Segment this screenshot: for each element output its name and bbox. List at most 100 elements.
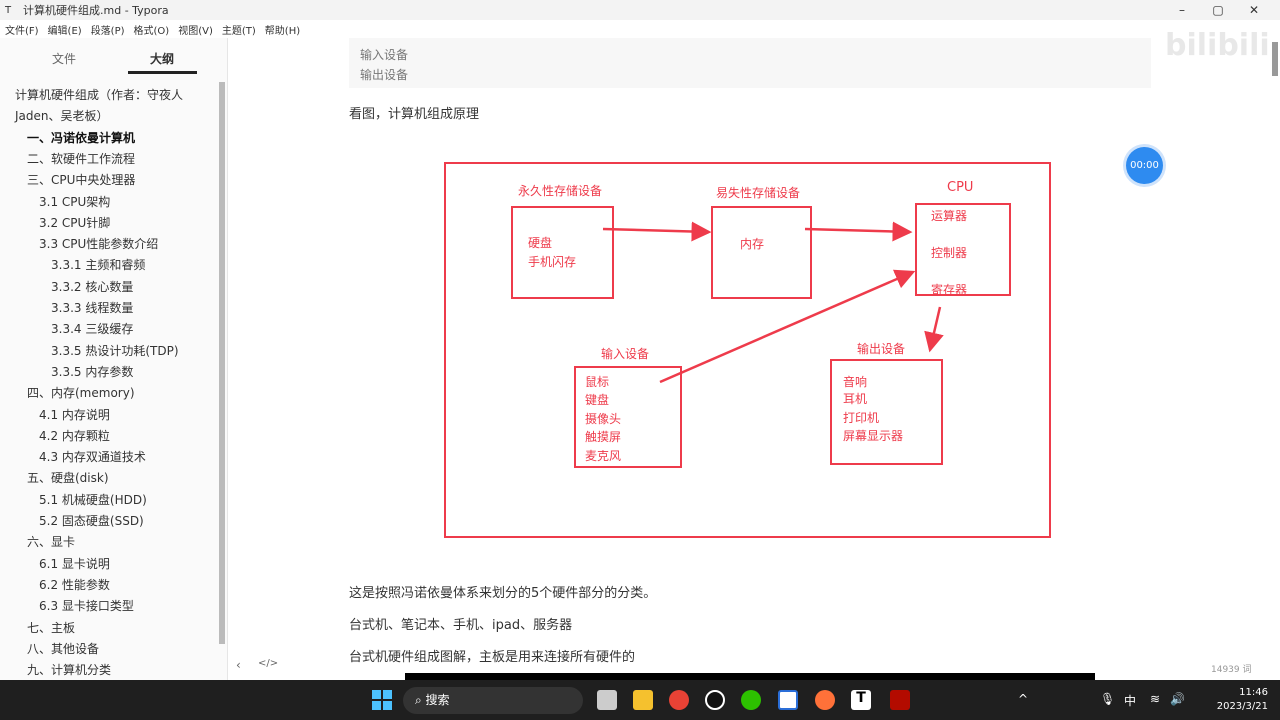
outline-item[interactable]: Jaden、吴老板） (15, 109, 109, 124)
input-devices-label: 输入设备 (601, 347, 650, 361)
outline-item[interactable]: 3.3.4 三级缓存 (51, 322, 134, 337)
volume-icon[interactable]: 🔊 (1170, 692, 1185, 706)
paragraph: 这是按照冯诺依曼体系来划分的5个硬件部分的分类。 (349, 586, 657, 601)
outline-item[interactable]: 四、内存(memory) (27, 386, 135, 401)
tab-outline[interactable]: 大纲 (150, 52, 175, 66)
sidebar-scrollbar[interactable] (219, 82, 225, 644)
diagram-item: 手机闪存 (528, 255, 577, 269)
paragraph: 台式机、笔记本、手机、ipad、服务器 (349, 618, 573, 633)
taskbar: ⌕ 搜索 T ^ 🎙 中 ≋ 🔊 11:46 2023/3/21 (0, 680, 1280, 720)
pdf-reader-icon[interactable] (890, 690, 910, 710)
input-devices-box (574, 366, 682, 468)
windows-start-icon[interactable] (372, 690, 392, 710)
menu-edit[interactable]: 编辑(E) (47, 25, 82, 37)
outline-item[interactable]: 3.2 CPU针脚 (39, 215, 111, 230)
diagram-item: 摄像头 (585, 412, 622, 426)
chevron-left-icon[interactable]: ‹ (236, 658, 241, 672)
menu-file[interactable]: 文件(F) (5, 25, 39, 37)
wechat-icon[interactable] (741, 690, 761, 710)
minimize-button[interactable]: – (1179, 3, 1185, 17)
permanent-storage-label: 永久性存储设备 (518, 184, 603, 198)
menu-theme[interactable]: 主题(T) (221, 25, 256, 37)
diagram-item: 打印机 (843, 411, 880, 425)
code-line: 输出设备 (360, 68, 409, 82)
menu-paragraph[interactable]: 段落(P) (90, 25, 125, 37)
outline-item[interactable]: 一、冯诺依曼计算机 (27, 130, 136, 145)
outline-item[interactable]: 3.1 CPU架构 (39, 194, 111, 209)
computer-architecture-diagram (444, 162, 1051, 538)
outline-item[interactable]: 3.3.5 内存参数 (51, 364, 134, 379)
task-view-icon[interactable] (597, 690, 617, 710)
outline-item[interactable]: 七、主板 (27, 620, 76, 635)
diagram-item: 键盘 (585, 393, 610, 407)
recording-timer[interactable]: 00:00 (1126, 147, 1163, 184)
show-hidden-icons[interactable]: ^ (1018, 692, 1029, 706)
diagram-item: 运算器 (931, 209, 968, 223)
video-overlay-bar (405, 673, 1095, 680)
date: 2023/3/21 (1216, 701, 1268, 712)
volatile-storage-label: 易失性存储设备 (716, 186, 801, 200)
menu-format[interactable]: 格式(O) (133, 25, 170, 37)
time: 11:46 (1239, 687, 1268, 698)
tab-files[interactable]: 文件 (52, 52, 77, 66)
paragraph: 看图，计算机组成原理 (349, 107, 480, 122)
paragraph: 台式机硬件组成图解，主板是用来连接所有硬件的 (349, 650, 636, 665)
outline-item[interactable]: 4.1 内存说明 (39, 407, 110, 422)
app-icon: T (5, 4, 12, 16)
ime-indicator[interactable]: 中 (1124, 694, 1137, 708)
outline-item[interactable]: 5.1 机械硬盘(HDD) (39, 492, 147, 507)
outline-item[interactable]: 3.3 CPU性能参数介绍 (39, 237, 159, 252)
menu-view[interactable]: 视图(V) (178, 25, 213, 37)
outline-item[interactable]: 4.2 内存颗粒 (39, 428, 110, 443)
outline-item[interactable]: 6.3 显卡接口类型 (39, 599, 134, 614)
diagram-item: 屏幕显示器 (843, 429, 904, 443)
outline-item[interactable]: 八、其他设备 (27, 641, 100, 656)
outline-item[interactable]: 计算机硬件组成（作者：守夜人 (15, 88, 184, 102)
cpu-label: CPU (947, 180, 974, 195)
file-explorer-icon[interactable] (633, 690, 653, 710)
outline-item[interactable]: 五、硬盘(disk) (27, 471, 109, 486)
visio-icon[interactable] (778, 690, 798, 710)
outline-item[interactable]: 6.2 性能参数 (39, 577, 110, 592)
code-block: 输入设备 输出设备 (349, 38, 1151, 88)
outline-item[interactable]: 5.2 固态硬盘(SSD) (39, 514, 144, 528)
outline-item[interactable]: 二、软硬件工作流程 (27, 151, 136, 166)
chrome-icon[interactable] (669, 690, 689, 710)
diagram-item: 内存 (740, 237, 765, 251)
outline-item[interactable]: 3.3.1 主频和睿频 (51, 258, 146, 273)
diagram-item: 寄存器 (931, 283, 968, 297)
outline-item[interactable]: 4.3 内存双通道技术 (39, 450, 146, 465)
diagram-item: 鼠标 (585, 375, 610, 389)
diagram-item: 控制器 (931, 246, 968, 260)
wifi-icon[interactable]: ≋ (1150, 692, 1161, 706)
outline-item[interactable]: 六、显卡 (27, 535, 76, 550)
qq-icon[interactable] (705, 690, 725, 710)
clock[interactable]: 11:46 2023/3/21 (1217, 686, 1268, 714)
editor[interactable]: 输入设备 输出设备 看图，计算机组成原理 这是按照冯诺依曼体系来划分的5个硬件部… (229, 38, 1280, 680)
firefox-icon[interactable] (815, 690, 835, 710)
editor-scrollbar[interactable] (1272, 42, 1278, 76)
output-devices-label: 输出设备 (857, 342, 906, 356)
close-button[interactable]: ✕ (1248, 3, 1260, 17)
maximize-button[interactable]: ▢ (1212, 3, 1224, 17)
outline-item[interactable]: 3.3.5 热设计功耗(TDP) (51, 343, 179, 358)
microphone-icon[interactable]: 🎙 (1100, 692, 1116, 706)
menu-bar: 文件(F) 编辑(E) 段落(P) 格式(O) 视图(V) 主题(T) 帮助(H… (0, 20, 300, 38)
menu-help[interactable]: 帮助(H) (264, 25, 301, 37)
outline-item[interactable]: 3.3.2 核心数量 (51, 279, 134, 294)
taskbar-search[interactable]: ⌕ 搜索 (403, 687, 583, 714)
sidebar: 文件 大纲 计算机硬件组成（作者：守夜人 Jaden、吴老板） 一、冯诺依曼计算机二… (0, 38, 278, 680)
code-line: 输入设备 (360, 48, 409, 62)
word-count[interactable]: 14939 词 (1211, 665, 1252, 675)
source-code-icon[interactable]: </> (258, 658, 279, 669)
cpu-box (915, 203, 1011, 296)
diagram-item: 硬盘 (528, 236, 553, 250)
outline-item[interactable]: 6.1 显卡说明 (39, 556, 110, 571)
outline-item[interactable]: 九、计算机分类 (27, 663, 112, 678)
diagram-item: 音响 (843, 375, 868, 389)
outline-item[interactable]: 三、CPU中央处理器 (27, 173, 136, 188)
search-icon: ⌕ (415, 693, 426, 707)
bilibili-watermark: bilibili (1165, 28, 1270, 63)
typora-icon[interactable]: T (851, 690, 871, 710)
outline-item[interactable]: 3.3.3 线程数量 (51, 301, 134, 315)
